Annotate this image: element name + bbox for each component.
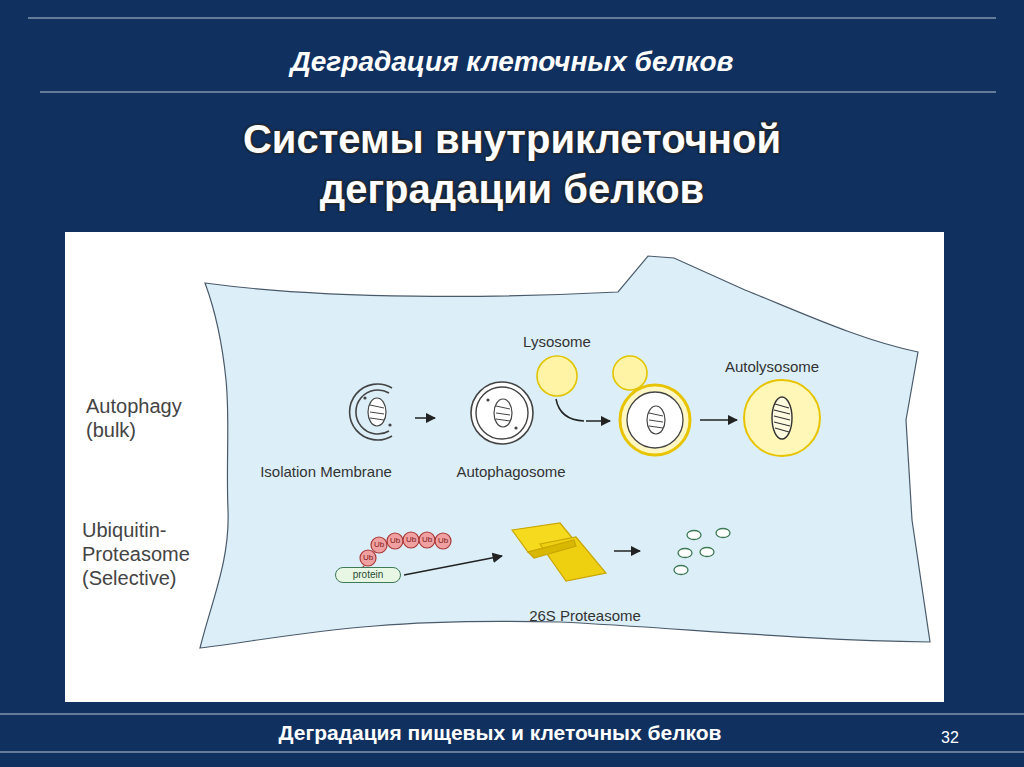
- figure-panel: [65, 232, 944, 702]
- lysosome: [537, 356, 577, 396]
- proteasome-26s: [512, 523, 606, 581]
- slide-heading: Системы внутриклеточной деградации белко…: [172, 114, 852, 214]
- mitochondrion: [368, 398, 386, 426]
- ubiquitin-tag: Ub: [360, 552, 376, 564]
- ubiquitin-chain: [360, 532, 451, 566]
- row-label: Autophagy (bulk): [86, 394, 221, 442]
- stage-node: Autophagosome: [438, 376, 584, 480]
- stage-label: Isolation Membrane: [260, 463, 392, 480]
- autophagosome: [471, 382, 533, 444]
- lysosome-fusing: [613, 356, 647, 390]
- cell-outline: [200, 256, 930, 648]
- slide-number: 32: [930, 728, 970, 748]
- ubiquitin-tag: Ub: [371, 539, 387, 551]
- stage-node: Autolysosome: [708, 358, 836, 460]
- stage-label: Autolysosome: [725, 358, 819, 375]
- stage-label: Autophagosome: [456, 463, 565, 480]
- stage-node: Isolation Membrane: [240, 368, 412, 480]
- flow-arrow: [415, 417, 435, 419]
- peptide-fragments: [674, 529, 730, 575]
- proteasome-illustration: [360, 523, 730, 581]
- protein-label: protein: [353, 569, 384, 581]
- isolation-membrane: [350, 384, 392, 440]
- slide-title: Деградация клеточных белков: [112, 44, 912, 80]
- stage-label: 26S Proteasome: [529, 607, 641, 624]
- stage-label: Lysosome: [523, 333, 591, 350]
- footer-caption: Деградация пищевых и клеточных белков: [150, 720, 850, 746]
- fusing-vesicle: [620, 385, 690, 455]
- ubiquitin-tag: Ub: [403, 534, 419, 546]
- flow-arrow: [404, 556, 502, 575]
- protein-box: protein: [335, 567, 401, 583]
- ubiquitin-tag: Ub: [435, 535, 451, 547]
- autolysosome: [744, 380, 820, 456]
- ubiquitin-tag: Ub: [387, 535, 403, 547]
- ubiquitin-tag: Ub: [419, 534, 435, 546]
- row-label: Ubiquitin- Proteasome (Selective): [82, 518, 224, 590]
- stage-node: 26S Proteasome: [505, 520, 665, 624]
- autophagy-illustration: [350, 356, 820, 551]
- stage-node: Lysosome: [510, 333, 604, 397]
- frame-lines: [0, 18, 1024, 752]
